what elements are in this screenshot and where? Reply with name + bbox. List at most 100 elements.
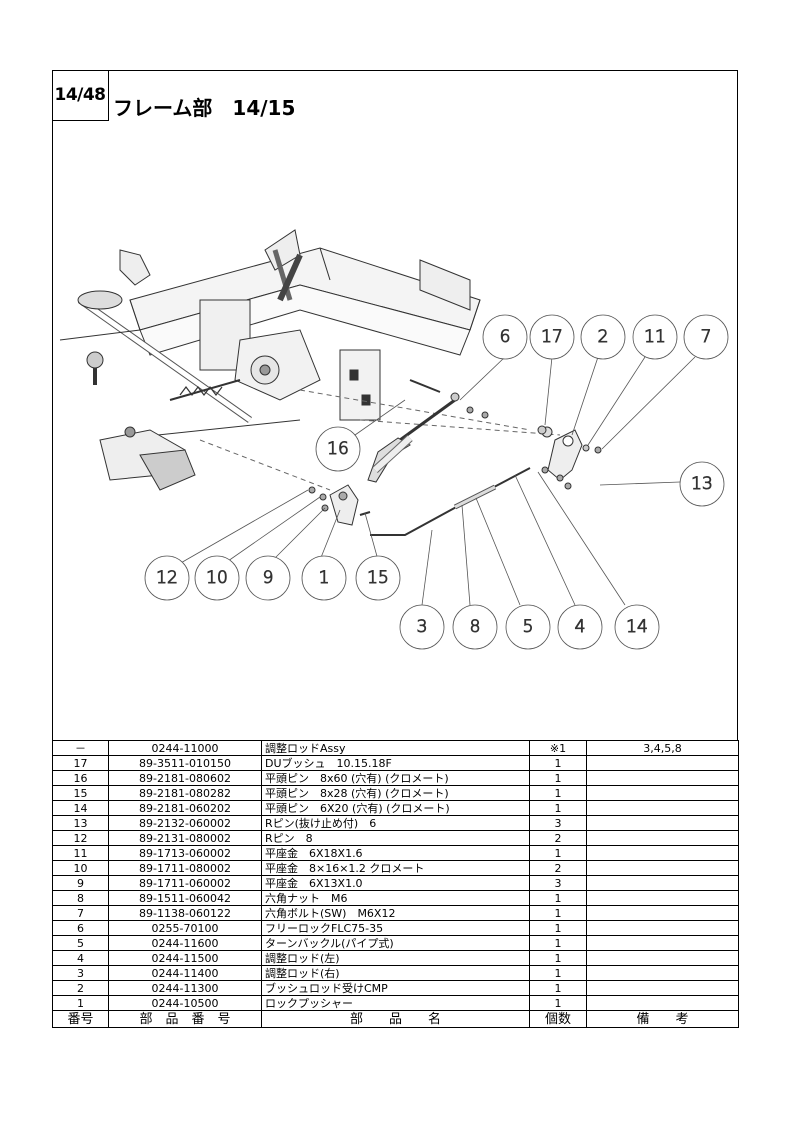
cell-part-number: 89-2132-060002 bbox=[108, 815, 262, 831]
cell-part-name: ターンバックル(パイプ式) bbox=[261, 935, 530, 951]
cell-part-number: 89-2181-060202 bbox=[108, 800, 262, 816]
cell-quantity: 3 bbox=[529, 815, 587, 831]
cell-number: － bbox=[52, 740, 109, 756]
lock-pusher-bracket bbox=[329, 484, 359, 526]
cell-remarks bbox=[586, 905, 739, 921]
cell-number: 15 bbox=[52, 785, 109, 801]
cell-part-name: フリーロックFLC75-35 bbox=[261, 920, 530, 936]
svg-text:2: 2 bbox=[598, 327, 609, 347]
cell-remarks bbox=[586, 980, 739, 996]
cell-remarks bbox=[586, 800, 739, 816]
page-number: 14/48 bbox=[54, 85, 106, 105]
cell-part-name: 調整ロッド(右) bbox=[261, 965, 530, 981]
header-quantity: 個数 bbox=[529, 1010, 587, 1028]
cell-number: 14 bbox=[52, 800, 109, 816]
cell-remarks bbox=[586, 950, 739, 966]
cell-quantity: 1 bbox=[529, 785, 587, 801]
cell-number: 17 bbox=[52, 755, 109, 771]
cell-remarks: 3,4,5,8 bbox=[586, 740, 739, 756]
cell-part-name: Rピン 8 bbox=[261, 830, 530, 846]
cell-part-name: 六角ナット M6 bbox=[261, 890, 530, 906]
cell-quantity: 1 bbox=[529, 920, 587, 936]
cell-quantity: 1 bbox=[529, 770, 587, 786]
cell-remarks bbox=[586, 875, 739, 891]
cell-quantity: 1 bbox=[529, 800, 587, 816]
cell-quantity: 1 bbox=[529, 965, 587, 981]
callout-5: 5 bbox=[505, 604, 551, 650]
page-title: フレーム部 14/15 bbox=[113, 96, 296, 120]
cell-number: 11 bbox=[52, 845, 109, 861]
push-rod-bracket bbox=[541, 426, 602, 490]
svg-text:5: 5 bbox=[523, 617, 534, 637]
exploded-parts-diagram: 6 17 2 11 7 16 13 12 10 9 1 15 3 8 5 4 1… bbox=[59, 229, 729, 650]
callout-8: 8 bbox=[452, 604, 498, 650]
cell-quantity: 2 bbox=[529, 860, 587, 876]
cell-quantity: ※1 bbox=[529, 740, 587, 756]
cell-part-number: 89-2181-080602 bbox=[108, 770, 262, 786]
callout-3: 3 bbox=[399, 604, 445, 650]
svg-text:6: 6 bbox=[500, 327, 511, 347]
frame-assembly-drawing bbox=[59, 229, 481, 491]
callout-4: 4 bbox=[557, 604, 603, 650]
callout-14: 14 bbox=[614, 604, 660, 650]
callout-17: 17 bbox=[529, 314, 575, 360]
cell-remarks bbox=[586, 830, 739, 846]
header-remarks: 備 考 bbox=[586, 1010, 739, 1028]
svg-text:9: 9 bbox=[263, 568, 274, 588]
cell-number: 1 bbox=[52, 995, 109, 1011]
cell-part-number: 0255-70100 bbox=[108, 920, 262, 936]
svg-text:17: 17 bbox=[541, 327, 563, 347]
cell-number: 7 bbox=[52, 905, 109, 921]
cell-remarks bbox=[586, 815, 739, 831]
cell-part-number: 89-1713-060002 bbox=[108, 845, 262, 861]
svg-text:16: 16 bbox=[327, 439, 349, 459]
alignment-lines bbox=[199, 389, 561, 491]
svg-text:13: 13 bbox=[691, 474, 713, 494]
svg-text:15: 15 bbox=[367, 568, 389, 588]
cell-part-number: 89-3511-010150 bbox=[108, 755, 262, 771]
cell-quantity: 3 bbox=[529, 875, 587, 891]
cell-part-name: 平頭ピン 8x60 (穴有) (クロメート) bbox=[261, 770, 530, 786]
cell-part-number: 0244-11500 bbox=[108, 950, 262, 966]
cell-part-name: 平頭ピン 8x28 (穴有) (クロメート) bbox=[261, 785, 530, 801]
cell-number: 16 bbox=[52, 770, 109, 786]
cell-part-name: ロックプッシャー bbox=[261, 995, 530, 1011]
cell-part-name: 平座金 6X18X1.6 bbox=[261, 845, 530, 861]
cell-remarks bbox=[586, 755, 739, 771]
header-part-name: 部 品 名 bbox=[261, 1010, 530, 1028]
cell-number: 9 bbox=[52, 875, 109, 891]
svg-text:11: 11 bbox=[644, 327, 666, 347]
cell-part-number: 89-1711-080002 bbox=[108, 860, 262, 876]
cell-number: 2 bbox=[52, 980, 109, 996]
cell-remarks bbox=[586, 995, 739, 1011]
cell-remarks bbox=[586, 785, 739, 801]
cell-part-number: 0244-11400 bbox=[108, 965, 262, 981]
svg-text:8: 8 bbox=[470, 617, 481, 637]
cell-number: 5 bbox=[52, 935, 109, 951]
cell-part-number: 0244-11300 bbox=[108, 980, 262, 996]
cell-quantity: 1 bbox=[529, 755, 587, 771]
cell-part-number: 89-2131-080002 bbox=[108, 830, 262, 846]
cell-number: 13 bbox=[52, 815, 109, 831]
adjusting-rod bbox=[370, 467, 531, 536]
svg-text:4: 4 bbox=[575, 617, 586, 637]
cell-part-name: Rピン(抜け止め付) 6 bbox=[261, 815, 530, 831]
cell-part-number: 0244-11000 bbox=[108, 740, 262, 756]
cell-remarks bbox=[586, 935, 739, 951]
leader-lines bbox=[171, 356, 696, 606]
svg-text:10: 10 bbox=[206, 568, 228, 588]
